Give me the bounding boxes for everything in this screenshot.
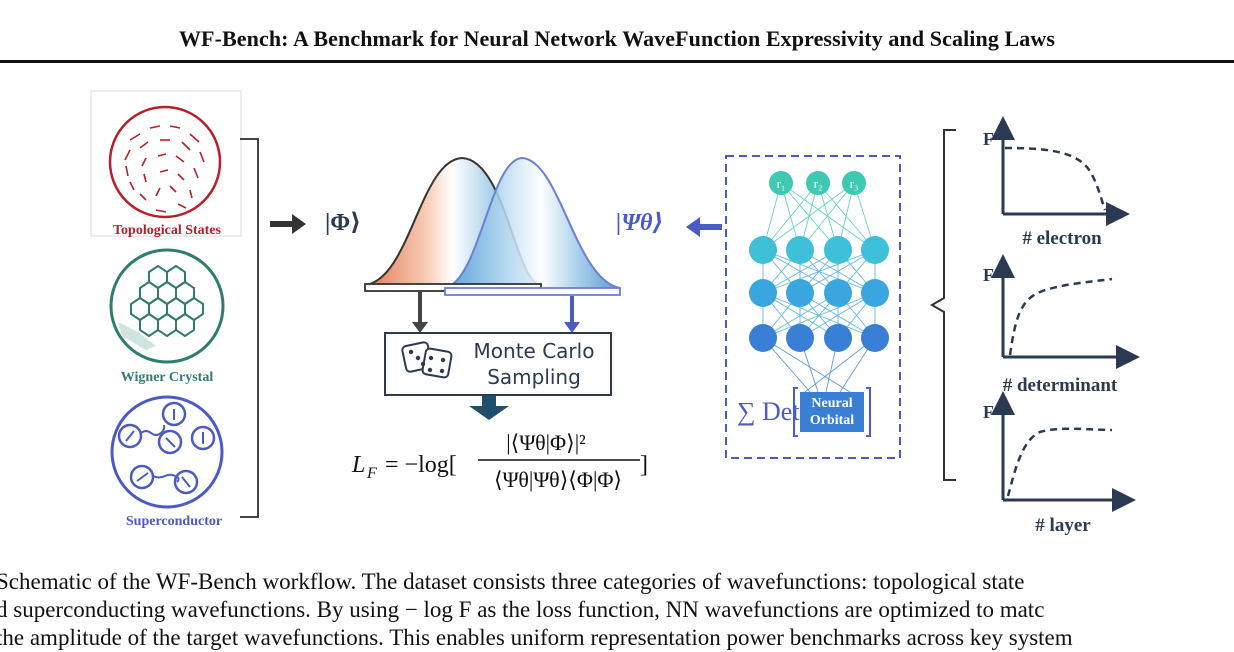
caption-line-1: Schematic of the WF-Bench workflow. The … bbox=[0, 569, 1025, 594]
caption-line-2: d superconducting wavefunctions. By usin… bbox=[0, 597, 1045, 622]
nn-ket: |Ψθ⟩ bbox=[616, 210, 663, 236]
svg-text:F: F bbox=[983, 129, 994, 149]
arrow-right-icon bbox=[270, 214, 306, 234]
scaling-bracket bbox=[930, 129, 956, 481]
nn-distribution bbox=[445, 158, 620, 288]
svg-text:⟨Ψθ|Ψθ⟩⟨Φ|Φ⟩: ⟨Ψθ|Ψθ⟩⟨Φ|Φ⟩ bbox=[494, 467, 622, 492]
topological-icon bbox=[108, 105, 222, 219]
superconductor-panel: Superconductor bbox=[110, 395, 224, 529]
figure-caption: Schematic of the WF-Bench workflow. The … bbox=[0, 568, 1234, 652]
neural-label: Neural bbox=[811, 396, 852, 411]
mc-label-2: Sampling bbox=[487, 365, 581, 389]
dice-icon bbox=[401, 341, 453, 379]
arrow-left-icon bbox=[686, 217, 722, 237]
workflow-figure: Topological States Wigner Crystal bbox=[90, 90, 1140, 536]
svg-text:# electron: # electron bbox=[1022, 228, 1102, 249]
orbital-label: Orbital bbox=[810, 413, 854, 428]
hidden-layer-2 bbox=[749, 279, 889, 307]
plot-layer: F # layer bbox=[983, 391, 1136, 536]
running-header: WF-Bench: A Benchmark for Neural Network… bbox=[178, 26, 1056, 51]
mc-label-1: Monte Carlo bbox=[474, 339, 595, 363]
svg-text:|⟨Ψθ|Φ⟩|²: |⟨Ψθ|Φ⟩|² bbox=[506, 430, 586, 455]
caption-line-3: the amplitude of the target wavefunction… bbox=[0, 625, 1073, 650]
svg-text:# layer: # layer bbox=[1035, 515, 1091, 536]
input-nodes: r₁ r₂ r₃ bbox=[769, 171, 866, 195]
svg-text:F: F bbox=[983, 265, 994, 285]
svg-text:]: ] bbox=[640, 452, 648, 478]
topological-label: Topological States bbox=[113, 223, 222, 238]
node-r3: r₃ bbox=[850, 176, 859, 191]
node-r1: r₁ bbox=[777, 176, 786, 191]
plot-determinant: F # determinant bbox=[983, 254, 1140, 396]
plot-electron: F # electron bbox=[983, 116, 1130, 249]
hidden-layer-3 bbox=[749, 324, 889, 352]
svg-text:F: F bbox=[366, 465, 377, 482]
hidden-layer-1 bbox=[749, 236, 889, 264]
loss-formula: L F = −log[ |⟨Ψθ|Φ⟩|² ⟨Ψθ|Ψθ⟩⟨Φ|Φ⟩ ] bbox=[351, 430, 648, 492]
wigner-label: Wigner Crystal bbox=[121, 370, 214, 385]
target-ket: |Φ⟩ bbox=[325, 210, 361, 236]
svg-text:= −log[: = −log[ bbox=[385, 452, 457, 478]
topological-panel: Topological States bbox=[90, 90, 242, 238]
down-arrow-icon bbox=[469, 396, 509, 420]
svg-text:# determinant: # determinant bbox=[1003, 375, 1118, 396]
wigner-panel: Wigner Crystal bbox=[109, 248, 225, 385]
det-block: ∑ Det Neural Orbital bbox=[737, 387, 871, 437]
superconductor-icon bbox=[110, 395, 224, 509]
svg-text:F: F bbox=[983, 402, 994, 422]
header-rule bbox=[0, 60, 1234, 63]
superconductor-label: Superconductor bbox=[126, 514, 222, 529]
sum-det: ∑ Det bbox=[737, 397, 800, 426]
wigner-crystal-icon bbox=[109, 248, 225, 364]
node-r2: r₂ bbox=[814, 176, 823, 191]
category-bracket bbox=[240, 138, 259, 518]
svg-text:L: L bbox=[351, 452, 365, 478]
